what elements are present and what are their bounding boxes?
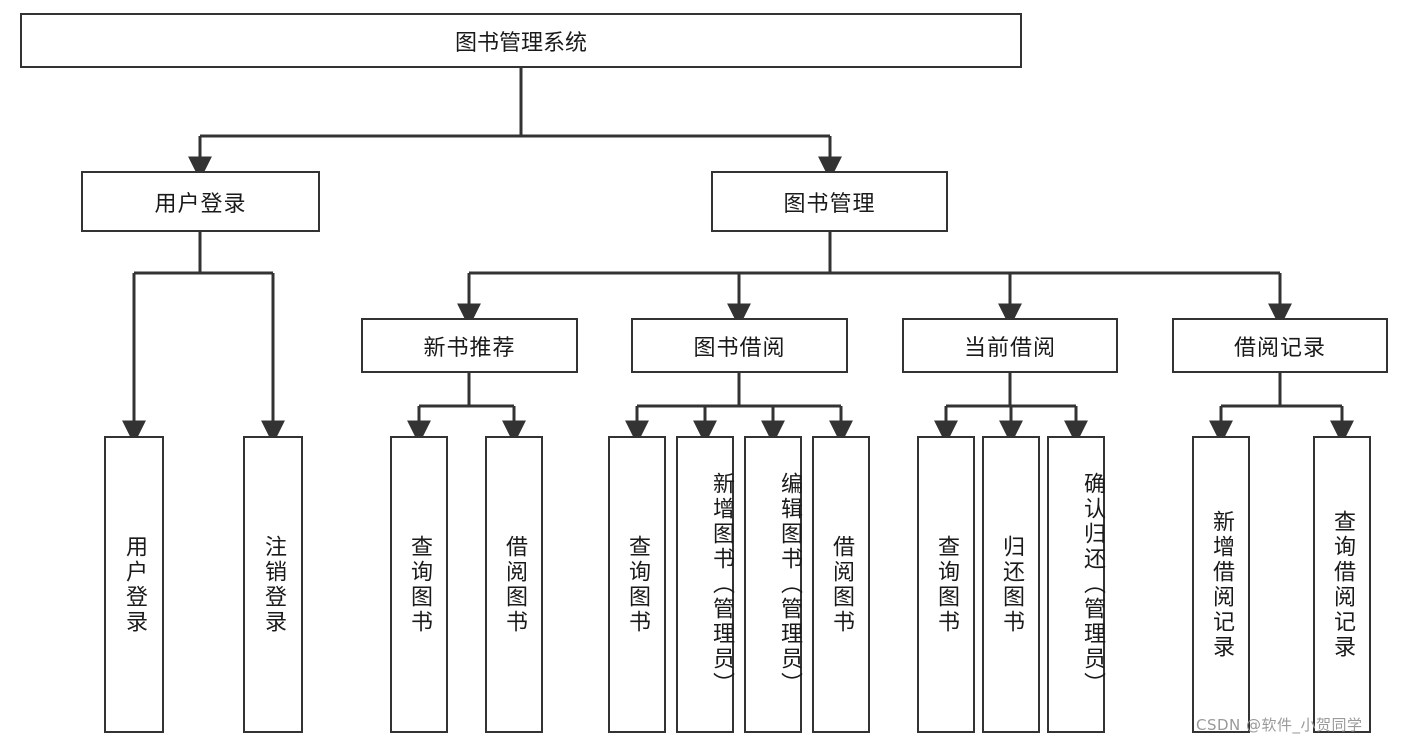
node-leaf-add-book-admin[interactable]: 新增图书（管理员） [676,436,734,733]
node-leaf-borrow-book-2[interactable]: 借阅图书 [812,436,870,733]
node-leaf-query-book-3[interactable]: 查询图书 [917,436,975,733]
node-label: 新书推荐 [423,335,516,361]
node-label: 图书管理 [783,191,876,217]
node-book-borrow[interactable]: 图书借阅 [631,318,848,373]
csdn-watermark: CSDN @软件_小贺同学 [1196,716,1363,734]
node-label: 查询借阅记录 [1330,509,1355,660]
node-book-manage[interactable]: 图书管理 [711,171,948,232]
node-label: 借阅记录 [1233,335,1326,361]
node-label: 新增图书（管理员） [709,472,734,697]
node-label: 图书借阅 [693,335,786,361]
node-label: 用户登录 [122,534,147,635]
node-user-login[interactable]: 用户登录 [81,171,320,232]
node-label: 确认归还（管理员） [1080,472,1105,697]
node-label: 借阅图书 [502,534,527,635]
node-leaf-borrow-book-1[interactable]: 借阅图书 [485,436,543,733]
node-label: 归还图书 [999,534,1024,635]
node-label: 注销登录 [261,534,286,635]
node-label: 查询图书 [934,534,959,635]
node-label: 当前借阅 [963,335,1056,361]
node-borrow-record[interactable]: 借阅记录 [1172,318,1388,373]
node-leaf-confirm-return-admin[interactable]: 确认归还（管理员） [1047,436,1105,733]
node-leaf-add-borrow-record[interactable]: 新增借阅记录 [1192,436,1250,733]
node-new-book-recommend[interactable]: 新书推荐 [361,318,578,373]
node-leaf-query-book-1[interactable]: 查询图书 [390,436,448,733]
node-label: 查询图书 [407,534,432,635]
node-label: 用户登录 [154,191,247,217]
node-leaf-query-borrow-record[interactable]: 查询借阅记录 [1313,436,1371,733]
node-leaf-query-book-2[interactable]: 查询图书 [608,436,666,733]
node-current-borrow[interactable]: 当前借阅 [902,318,1118,373]
node-leaf-return-book[interactable]: 归还图书 [982,436,1040,733]
node-label: 编辑图书（管理员） [777,472,802,697]
node-label: 借阅图书 [829,534,854,635]
node-root[interactable]: 图书管理系统 [20,13,1022,68]
node-label: 查询图书 [625,534,650,635]
node-label: 图书管理系统 [454,30,587,56]
node-label: 新增借阅记录 [1209,509,1234,660]
node-leaf-edit-book-admin[interactable]: 编辑图书（管理员） [744,436,802,733]
node-leaf-logout[interactable]: 注销登录 [243,436,303,733]
node-leaf-user-login[interactable]: 用户登录 [104,436,164,733]
